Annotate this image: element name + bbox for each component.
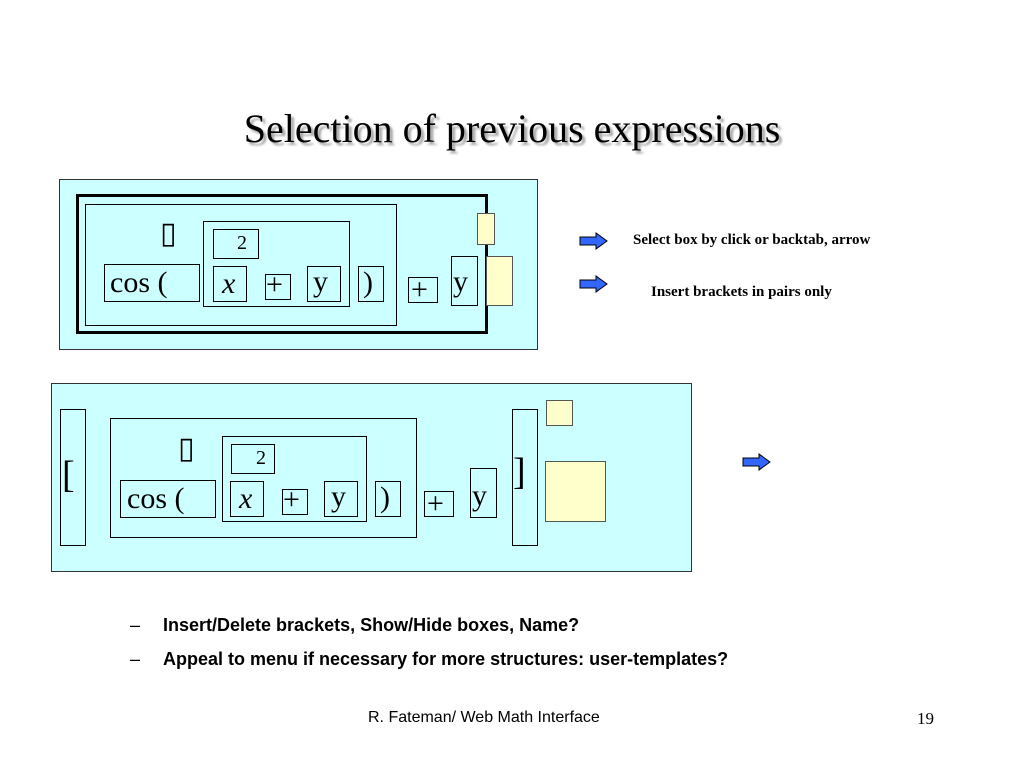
plus-inner: + (283, 483, 300, 516)
cos-label-box[interactable] (120, 480, 216, 518)
y-inner-box[interactable] (307, 266, 341, 302)
close-paren: ) (363, 266, 373, 299)
y-outer: y (472, 479, 487, 512)
plus-outer: + (427, 487, 444, 520)
plus-inner: + (266, 268, 283, 301)
y-inner: y (313, 265, 328, 298)
plus-outer-box[interactable] (408, 277, 438, 303)
superscript-value: 2 (256, 447, 266, 469)
close-paren-box[interactable] (375, 481, 401, 517)
power-box[interactable] (222, 436, 367, 522)
y-outer: y (453, 265, 468, 298)
plus-inner-box[interactable] (282, 489, 308, 515)
bullet-dash: – (130, 649, 141, 669)
placeholder-icon[interactable]: ▯ (178, 431, 195, 466)
footer-text: R. Fateman/ Web Math Interface (368, 709, 600, 726)
left-bracket: [ (62, 454, 75, 496)
bullet-list: – Insert/Delete brackets, Show/Hide boxe… (130, 615, 990, 683)
close-paren-box[interactable] (358, 266, 384, 302)
superscript-box[interactable] (231, 444, 275, 474)
y-inner-box[interactable] (324, 481, 358, 517)
bullet-text: Insert/Delete brackets, Show/Hide boxes,… (163, 615, 580, 635)
x-box[interactable] (230, 481, 264, 517)
small-yellow-box[interactable] (546, 400, 573, 426)
note-insert-brackets: Insert brackets in pairs only (651, 284, 832, 300)
small-yellow-box[interactable] (477, 213, 495, 245)
y-outer-box[interactable] (451, 256, 478, 306)
arrow-icon (579, 275, 609, 293)
large-yellow-box[interactable] (545, 461, 606, 522)
arrow-icon (579, 232, 609, 250)
page-number: 19 (917, 709, 934, 728)
cos-label: cos ( (110, 266, 168, 299)
y-inner: y (331, 480, 346, 513)
placeholder-icon[interactable]: ▯ (160, 216, 177, 251)
list-item: – Appeal to menu if necessary for more s… (130, 649, 990, 683)
cos-term-box[interactable] (110, 418, 417, 538)
bullet-dash: – (130, 615, 141, 635)
y-outer-box[interactable] (470, 468, 497, 518)
bullet-text: Appeal to menu if necessary for more str… (163, 649, 729, 669)
cos-label: cos ( (127, 482, 185, 515)
cos-term-box[interactable] (85, 204, 397, 326)
large-yellow-box[interactable] (486, 256, 513, 306)
note-select-box: Select box by click or backtab, arrow (633, 232, 871, 248)
power-box[interactable] (203, 221, 350, 307)
x-variable: x (239, 482, 253, 515)
list-item: – Insert/Delete brackets, Show/Hide boxe… (130, 615, 990, 649)
left-bracket-box[interactable] (60, 409, 86, 546)
right-bracket-box[interactable] (512, 409, 538, 546)
x-variable: x (222, 267, 236, 300)
cos-label-box[interactable] (104, 264, 200, 302)
x-box[interactable] (213, 266, 247, 302)
close-paren: ) (380, 481, 390, 514)
plus-outer-box[interactable] (424, 491, 454, 517)
slide-title: Selection of previous expressions (243, 106, 781, 151)
plus-inner-box[interactable] (265, 274, 291, 300)
superscript-box[interactable] (213, 229, 259, 259)
plus-outer: + (411, 273, 428, 306)
right-bracket: ] (513, 451, 526, 493)
superscript-value: 2 (237, 232, 247, 254)
arrow-icon (742, 453, 772, 471)
